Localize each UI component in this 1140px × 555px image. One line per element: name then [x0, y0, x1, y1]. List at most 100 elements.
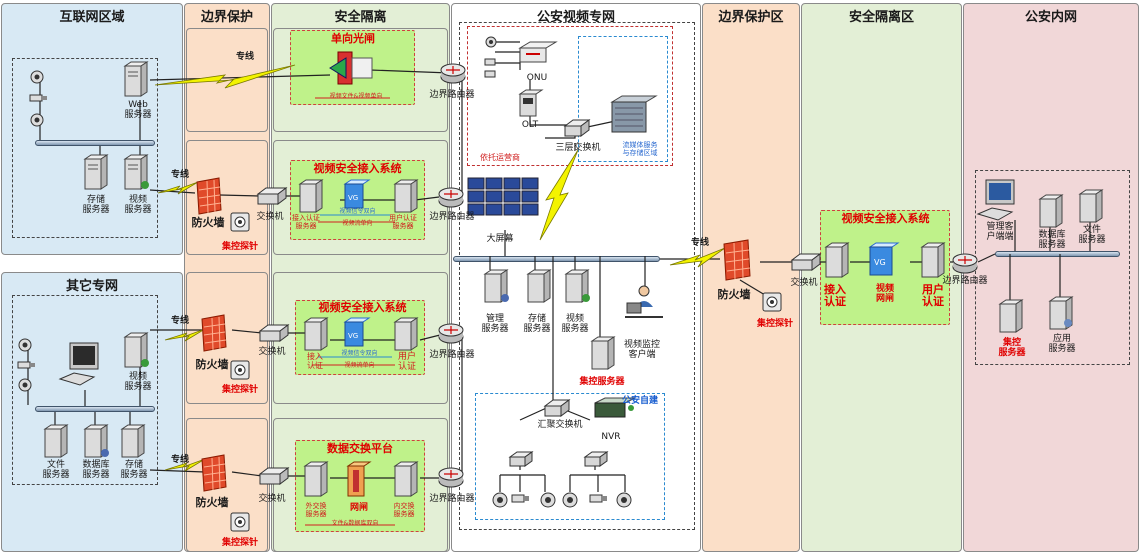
server-icon — [393, 179, 419, 213]
camera-icon — [29, 94, 47, 102]
zone-title-police-video: 公安视频专网 — [536, 10, 615, 25]
label-control-server-intranet: 集控 服务器 — [998, 338, 1026, 358]
server-icon — [393, 317, 419, 351]
label-mgmt-client: 管理客 户端端 — [986, 222, 1014, 242]
label-video-access-1: 视频安全接入系统 — [313, 162, 402, 175]
label-inner-exchange: 内交换 服务器 — [393, 502, 415, 518]
server-icon — [83, 424, 109, 458]
probe-icon — [230, 360, 250, 380]
label-db-server-intranet: 数据库 服务器 — [1038, 230, 1066, 250]
label-line-1: 专线 — [235, 52, 254, 62]
gatekeeper-icon — [346, 461, 372, 497]
label-access-auth-3: 接入 认证 — [824, 283, 846, 308]
server-icon — [564, 269, 590, 303]
switch-icon — [543, 399, 571, 417]
label-probe-1: 集控探针 — [221, 242, 258, 252]
monitor-icon — [58, 342, 99, 386]
zone-police-intranet: 公安内网 — [963, 3, 1139, 552]
switch-icon — [258, 467, 290, 485]
camera-icon — [562, 492, 578, 508]
server-icon — [526, 269, 552, 303]
label-stream-media: 流媒体服务 与存储区域 — [622, 141, 658, 157]
label-one-way-note: 视频文件&视频单向 — [329, 93, 383, 100]
label-operator: 依托运营商 — [480, 153, 520, 162]
firewall-icon — [201, 454, 227, 492]
label-firewall-1: 防火墙 — [191, 216, 225, 229]
zone-border2: 边界保护区 — [702, 3, 800, 552]
label-switch-1: 交换机 — [256, 212, 284, 222]
camera-icon — [484, 70, 496, 78]
label-police-self: 公安自建 — [621, 396, 658, 406]
camera-icon — [492, 492, 508, 508]
label-storage-server-2: 存储 服务器 — [523, 314, 551, 334]
server-icon — [518, 89, 544, 117]
camera-icon — [30, 113, 44, 127]
monitor-icon — [976, 179, 1015, 221]
label-firewall-4: 防火墙 — [717, 288, 751, 301]
lightning-icon — [164, 328, 206, 342]
router-icon — [438, 323, 464, 344]
camera-icon — [18, 338, 32, 352]
gatekeeper-icon: VG — [868, 242, 900, 276]
label-control-server: 集控服务器 — [579, 377, 625, 387]
zone-other: 其它专网 — [1, 272, 183, 552]
zone-title-isolation2: 安全隔离区 — [848, 10, 914, 25]
label-web-server: Web 服务器 — [124, 100, 152, 120]
label-line-4: 专线 — [170, 455, 189, 465]
switch-icon — [790, 253, 822, 271]
zone-title-internet: 互联网区域 — [59, 10, 125, 25]
server-icon — [998, 299, 1024, 333]
firewall-icon — [196, 177, 222, 215]
other-bus — [35, 406, 155, 412]
probe-icon — [230, 512, 250, 532]
label-storage-server-other: 存储 服务器 — [120, 460, 148, 480]
svg-text:VG: VG — [348, 332, 358, 340]
server-icon — [303, 461, 329, 497]
zone-title-police-intranet: 公安内网 — [1024, 10, 1077, 25]
svg-text:VG: VG — [348, 194, 358, 202]
label-user-auth-3: 用户 认证 — [922, 283, 944, 308]
lightning-icon — [154, 64, 296, 89]
label-onu: ONU — [526, 73, 548, 83]
firewall-icon — [723, 239, 751, 281]
lightning-icon — [157, 181, 199, 195]
server-icon — [123, 332, 149, 368]
label-border-router-3: 边界路由器 — [429, 350, 475, 360]
label-one-way-gate: 单向光闸 — [331, 32, 375, 45]
server-icon — [824, 242, 850, 278]
camera-icon — [540, 492, 556, 508]
label-data-exchange: 数据交换平台 — [327, 442, 393, 455]
label-line-5: 专线 — [690, 238, 709, 248]
lightning-icon — [669, 247, 726, 268]
intranet-bus — [995, 251, 1120, 257]
monitor-icon — [625, 285, 663, 318]
police-video-bus — [453, 256, 660, 262]
label-outer-exchange: 外交换 服务器 — [305, 502, 327, 518]
internet-devices-box — [12, 58, 158, 238]
label-nvr: NVR — [601, 432, 621, 442]
server-icon — [920, 242, 946, 278]
label-file-data-note: 文件&数据库双向 — [331, 520, 379, 527]
switch-icon — [258, 324, 290, 342]
label-agg-switch: 汇聚交换机 — [537, 420, 583, 430]
label-firewall-3: 防火墙 — [195, 496, 229, 509]
label-line-2: 专线 — [170, 170, 189, 180]
router-icon — [952, 253, 978, 274]
label-video-server-1: 视频 服务器 — [124, 195, 152, 215]
label-video-access-3: 视频安全接入系统 — [841, 212, 930, 225]
server-icon — [483, 269, 509, 303]
label-app-server: 应用 服务器 — [1048, 334, 1076, 354]
server-icon — [594, 397, 636, 418]
server-icon — [1078, 189, 1104, 223]
label-firewall-2: 防火墙 — [195, 358, 229, 371]
camera-icon — [485, 36, 497, 48]
label-border-router-1: 边界路由器 — [429, 90, 475, 100]
label-switch-2: 交换机 — [258, 347, 286, 357]
server-icon — [303, 317, 329, 351]
server-icon — [123, 154, 149, 190]
server-icon — [43, 424, 69, 458]
label-gatekeeper: 网闸 — [349, 503, 368, 513]
label-signal-2: 视频信令双向 — [341, 350, 378, 357]
stream-media-box — [578, 36, 668, 162]
